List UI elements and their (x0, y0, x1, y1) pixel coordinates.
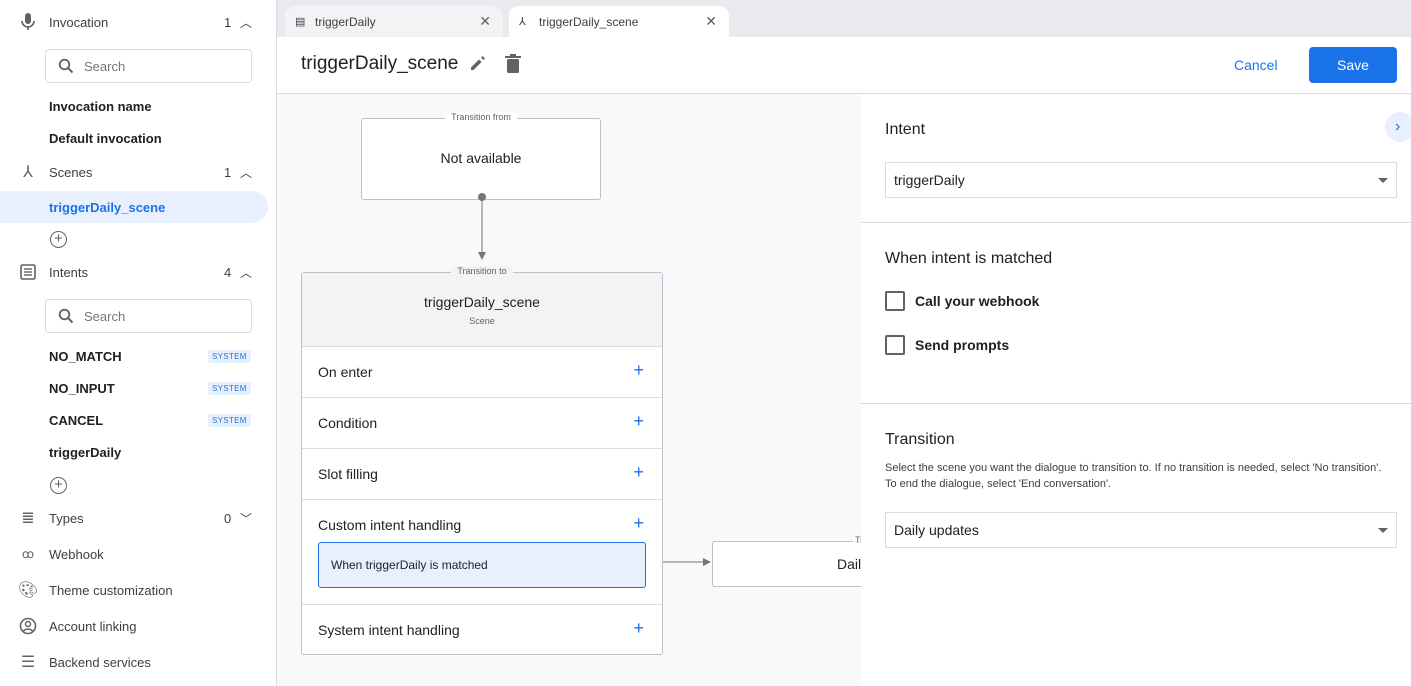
scene-icon: ⅄ (23, 164, 33, 181)
intent-icon: ▤ (295, 16, 306, 28)
account-circle-icon (18, 616, 38, 636)
add-icon[interactable]: + (633, 411, 644, 431)
system-intent-handling-row[interactable]: System intent handling+ (302, 604, 662, 655)
sidebar-item-default-invocation[interactable]: Default invocation (49, 131, 162, 146)
section-scenes[interactable]: ⅄ Scenes 1 ︿ (0, 154, 277, 190)
palette-icon: 🎨︎ (17, 582, 39, 599)
chevron-up-icon[interactable]: ︿ (240, 265, 253, 280)
intent-select[interactable]: triggerDaily (885, 162, 1397, 198)
cancel-button[interactable]: Cancel (1234, 57, 1278, 73)
intents-search[interactable] (45, 299, 252, 333)
on-enter-row[interactable]: On enter+ (302, 346, 662, 397)
intent-detail-panel: › Intent triggerDaily When intent is mat… (861, 94, 1411, 686)
scene-title: triggerDaily_scene (424, 294, 540, 310)
add-icon[interactable]: + (633, 618, 644, 638)
sidebar-item-theme[interactable]: 🎨︎ Theme customization (17, 582, 173, 599)
scene-icon: ⅄ (519, 16, 526, 28)
add-scene-button[interactable]: + (50, 231, 67, 248)
tab-bar: ▤ triggerDaily ✕ ⅄ triggerDaily_scene ✕ (277, 0, 1411, 37)
scene-node: Transition to triggerDaily_scene Scene O… (301, 266, 663, 655)
add-icon[interactable]: + (633, 513, 644, 533)
sidebar-item-cancel[interactable]: CANCEL (49, 413, 104, 428)
sidebar-item-backend-services[interactable]: ☰ Backend services (0, 644, 277, 680)
system-badge: SYSTEM (208, 350, 251, 363)
intent-handler-item[interactable]: When triggerDaily is matched (318, 542, 646, 588)
sidebar-item-triggerdaily[interactable]: triggerDaily (49, 445, 122, 460)
sidebar-item-webhook[interactable]: ꝏ Webhook (0, 536, 277, 572)
system-badge: SYSTEM (208, 414, 251, 427)
sidebar-item-no-input[interactable]: NO_INPUT (49, 381, 115, 396)
add-intent-button[interactable]: + (50, 477, 67, 494)
sidebar-item-no-match[interactable]: NO_MATCH (49, 349, 122, 364)
chevron-down-icon[interactable]: ﹀ (240, 511, 253, 526)
sidebar-item-account-linking[interactable]: Account linking (0, 608, 277, 644)
chevron-up-icon[interactable]: ︿ (240, 15, 253, 30)
chevron-up-icon[interactable]: ︿ (240, 165, 253, 180)
close-icon[interactable]: ✕ (705, 13, 717, 29)
sidebar-item-invocation-name[interactable]: Invocation name (49, 99, 152, 114)
sidebar-item-scene-selected[interactable]: triggerDaily_scene (0, 191, 268, 223)
dropdown-arrow-icon (1378, 528, 1388, 533)
system-badge: SYSTEM (208, 382, 251, 395)
section-types[interactable]: ≣ Types 0 ﹀ (0, 500, 277, 536)
close-icon[interactable]: ✕ (479, 13, 491, 29)
dropdown-arrow-icon (1378, 178, 1388, 183)
backend-settings-icon: ☰ (20, 654, 36, 671)
transition-target-node[interactable]: Tr Dail (712, 535, 861, 587)
intents-search-input[interactable] (84, 308, 234, 324)
tab-triggerdaily-scene[interactable]: ⅄ triggerDaily_scene ✕ (509, 6, 729, 37)
add-icon[interactable]: + (633, 462, 644, 482)
section-intents[interactable]: Intents 4 ︿ (0, 254, 277, 290)
transition-select[interactable]: Daily updates (885, 512, 1397, 548)
section-invocation[interactable]: Invocation 1 ︿ (0, 4, 277, 40)
list-icon: ≣ (21, 510, 35, 527)
tab-triggerdaily[interactable]: ▤ triggerDaily ✕ (285, 6, 503, 37)
condition-row[interactable]: Condition+ (302, 397, 662, 448)
send-prompts-checkbox[interactable]: Send prompts (885, 335, 1009, 355)
page-title: triggerDaily_scene (301, 53, 459, 74)
editor-header: triggerDaily_scene Cancel Save (277, 37, 1411, 94)
invocation-search[interactable] (45, 49, 252, 83)
scene-canvas[interactable]: Transition from Not available Transition… (277, 94, 861, 686)
invocation-search-input[interactable] (84, 58, 234, 74)
search-icon (58, 308, 74, 324)
chevron-right-icon[interactable]: › (1385, 112, 1411, 142)
delete-trash-icon[interactable] (505, 54, 521, 76)
intent-icon (18, 262, 38, 282)
slot-filling-row[interactable]: Slot filling+ (302, 448, 662, 499)
transition-from-node: Transition from Not available (361, 112, 601, 200)
search-icon (58, 58, 74, 74)
webhook-icon: ꝏ (21, 547, 35, 561)
sidebar: Invocation 1 ︿ Invocation name Default i… (0, 0, 277, 686)
call-webhook-checkbox[interactable]: Call your webhook (885, 291, 1039, 311)
save-button[interactable]: Save (1309, 47, 1397, 83)
add-icon[interactable]: + (633, 360, 644, 380)
custom-intent-handling-row[interactable]: Custom intent handling+ When triggerDail… (302, 499, 662, 604)
edit-pencil-icon[interactable] (469, 54, 487, 75)
microphone-icon (18, 12, 38, 32)
